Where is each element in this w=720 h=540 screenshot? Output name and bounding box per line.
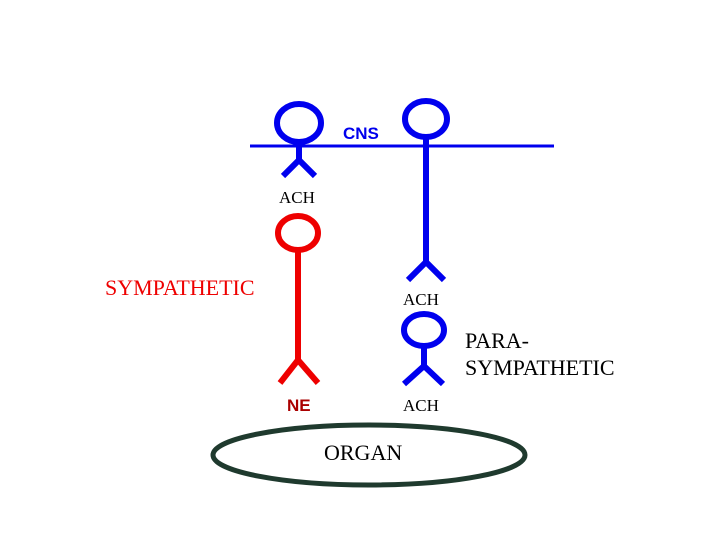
ach-label-bottom: ACH: [403, 396, 439, 415]
parasympathetic-label-line2: SYMPATHETIC: [465, 355, 615, 380]
neuron-terminal-left: [401, 363, 427, 387]
neuron-body: [402, 98, 450, 140]
neuron-body: [274, 101, 324, 145]
parasympathetic-preganglionic-neuron-icon: [402, 98, 450, 283]
neuron-terminal-left: [277, 358, 301, 385]
sympathetic-label: SYMPATHETIC: [105, 275, 255, 300]
ach-label-top: ACH: [279, 188, 315, 207]
organ-label: ORGAN: [324, 440, 402, 465]
ach-label-middle: ACH: [403, 290, 439, 309]
neuron-terminal-right: [296, 157, 318, 179]
organ-shape: [210, 422, 528, 488]
sympathetic-postganglionic-neuron-icon: [275, 213, 321, 385]
neuron-terminal-right: [295, 358, 321, 385]
neuron-terminal-left: [405, 259, 429, 283]
neuron-terminal-right: [423, 259, 447, 283]
neuron-body: [401, 311, 447, 349]
neuron-body: [275, 213, 321, 253]
neuron-terminal-right: [421, 363, 446, 387]
ne-label: NE: [287, 396, 311, 415]
sympathetic-preganglionic-neuron-icon: [274, 101, 324, 179]
parasympathetic-postganglionic-neuron-icon: [401, 311, 447, 387]
parasympathetic-label-line1: PARA-: [465, 328, 529, 353]
neuron-terminal-left: [280, 157, 302, 179]
cns-label: CNS: [343, 124, 379, 143]
